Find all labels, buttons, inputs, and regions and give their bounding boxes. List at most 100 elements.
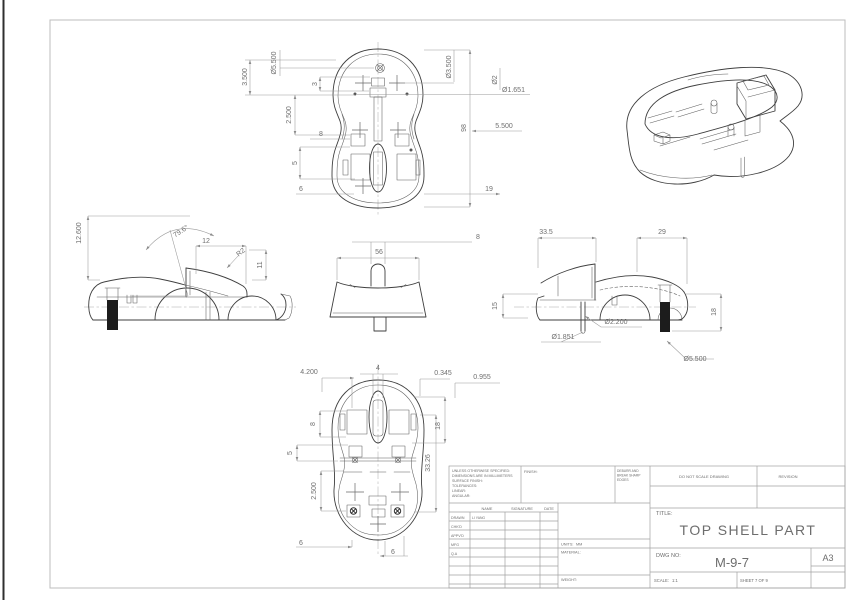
- dim-98: 98: [461, 124, 468, 132]
- tolerance-note-line: UNLESS OTHERWISE SPECIFIED:: [452, 469, 510, 473]
- dim-dia1651: Ø1.651: [502, 87, 525, 94]
- drawn-name: LI YANG: [472, 516, 485, 520]
- dim-8: 8: [476, 234, 480, 241]
- tolerance-note-line: TOLERANCES:: [452, 484, 477, 488]
- title-label: TITLE:: [656, 511, 673, 517]
- top-view-dimensions: 3.500 Ø5.500 3 2.500 8 5 6 Ø3.500 Ø2 Ø1.…: [242, 49, 530, 208]
- bottom-screw-marks: [352, 457, 401, 463]
- dwg-no-value: M-9-7: [715, 555, 749, 570]
- tolerance-note-line: DIMENSIONS ARE IN MILLIMETERS: [452, 474, 513, 478]
- dim-r2: R2: [235, 247, 246, 258]
- dim-6a: 6: [299, 540, 303, 547]
- dim-2500: 2.500: [311, 482, 318, 500]
- sheet-label: SHEET 7 OF 9: [740, 578, 769, 583]
- iso-ribs: [647, 73, 749, 151]
- dim-5: 5: [287, 451, 294, 455]
- bottom-view: 4.200 4 0.345 0.955 8 5 2.500 6 6 18 33.…: [287, 364, 500, 558]
- front-bottom-tab: [373, 316, 387, 332]
- finish-label: FINISH:: [524, 470, 538, 474]
- dim-dia5500: Ø5.500: [684, 356, 707, 363]
- dim-12: 12: [202, 238, 210, 245]
- title-block: UNLESS OTHERWISE SPECIFIED: DIMENSIONS A…: [448, 465, 846, 589]
- dim-18: 18: [711, 308, 718, 316]
- center-cross: [355, 75, 405, 91]
- isometric-view: [626, 66, 803, 185]
- units-label: UNITS:: [561, 543, 573, 547]
- dim-335: 33.5: [539, 229, 553, 236]
- drawn-label: DRAWN: [451, 516, 465, 520]
- dim-3500: 3.500: [242, 68, 249, 86]
- tolerance-note-line: LINEAR:: [452, 489, 466, 493]
- tolerance-note-line: ANGULAR:: [452, 494, 470, 498]
- signature-header: SIGNATURE: [511, 507, 533, 511]
- dim-dia2200: Ø2.200: [605, 319, 628, 326]
- svg-text:EDGES: EDGES: [617, 478, 629, 482]
- top-view-wheel-assembly: [342, 143, 421, 193]
- screw-boss-section-hatch: [107, 300, 118, 330]
- dim-dia1851: Ø1.851: [552, 334, 575, 341]
- dim-dia5500: Ø5.500: [271, 51, 278, 74]
- dim-6b: 6: [391, 549, 395, 556]
- dim-3: 3: [312, 82, 319, 86]
- dim-29: 29: [658, 229, 666, 236]
- approval-table: NAME SIGNATURE DATE DRAWN LI YANG CHK'D …: [451, 507, 554, 556]
- right-side-view: 33.5 29 15 18 Ø2.200 Ø1.851 Ø5.500: [492, 229, 723, 363]
- svg-text:DEBURR AND: DEBURR AND: [617, 469, 639, 473]
- dim-8: 8: [310, 422, 317, 426]
- dim-6: 6: [299, 186, 303, 193]
- dim-0345: 0.345: [434, 370, 452, 377]
- dwg-no-label: DWG NO:: [656, 553, 681, 559]
- dim-4: 4: [376, 365, 380, 372]
- top-view: 3.500 Ø5.500 3 2.500 8 5 6 Ø3.500 Ø2 Ø1.…: [242, 42, 530, 216]
- scale-label: SCALE:: [654, 578, 669, 583]
- revision-label: REVISION: [778, 474, 797, 479]
- iso-peg: [740, 156, 745, 178]
- drawing-frame: [49, 19, 846, 589]
- dim-56: 56: [375, 249, 383, 256]
- do-not-scale-label: DO NOT SCALE DRAWING: [679, 474, 729, 479]
- iso-screw-bosses: [710, 99, 735, 137]
- bottom-wheel-assembly: [339, 390, 417, 444]
- iso-boss-cube: [653, 131, 671, 145]
- units-value: MM: [576, 543, 582, 547]
- bottom-view-dimensions: 4.200 4 0.345 0.955 8 5 2.500 6 6 18 33.…: [287, 365, 500, 558]
- dim-5: 5: [292, 161, 299, 165]
- right-side-dimensions: 33.5 29 15 18 Ø2.200 Ø1.851 Ø5.500: [492, 229, 723, 363]
- appvd-label: APPV'D: [451, 534, 464, 538]
- tolerance-note-line: SURFACE FINISH:: [452, 479, 483, 483]
- dim-dia3500: Ø3.500: [446, 55, 453, 78]
- svg-text:BREAK SHARP: BREAK SHARP: [617, 474, 641, 478]
- weight-label: WEIGHT:: [561, 578, 577, 582]
- front-view: 8 56: [329, 234, 480, 332]
- dim-3326: 33.26: [425, 454, 432, 472]
- tolerance-note: UNLESS OTHERWISE SPECIFIED: DIMENSIONS A…: [452, 469, 513, 498]
- bottom-boss-squares: [346, 504, 405, 518]
- iso-wheel-housing: [736, 74, 776, 137]
- dim-0955: 0.955: [473, 374, 491, 381]
- date-header: DATE: [544, 507, 554, 511]
- material-label: MATERIAL:: [561, 551, 581, 555]
- mfg-label: MFG: [451, 543, 459, 547]
- deburr-note: DEBURR AND BREAK SHARP EDGES: [617, 469, 641, 482]
- left-side-view: 12.600 79.6° 12 R2 11: [76, 215, 296, 330]
- paper-size: A3: [822, 553, 833, 563]
- front-view-dimensions: 8 56: [336, 234, 480, 280]
- dim-4200: 4.200: [300, 369, 318, 376]
- dim-15: 15: [492, 302, 499, 310]
- dim-18: 18: [435, 422, 442, 430]
- scale-value: 1:1: [672, 578, 678, 583]
- chkd-label: CHK'D: [451, 525, 462, 529]
- dim-5500: 5.500: [495, 123, 513, 130]
- top-view-boss-hole: [375, 63, 385, 73]
- dim-11: 11: [257, 261, 264, 268]
- dim-8: 8: [319, 131, 323, 138]
- dim-19: 19: [485, 186, 493, 193]
- drawing-title: TOP SHELL PART: [680, 522, 817, 538]
- dim-2500: 2.500: [286, 106, 293, 124]
- qa-label: Q.A: [451, 552, 458, 556]
- dim-12600: 12.600: [76, 222, 83, 244]
- dim-dia2: Ø2: [492, 75, 499, 84]
- screw-boss-section-hatch: [660, 302, 670, 332]
